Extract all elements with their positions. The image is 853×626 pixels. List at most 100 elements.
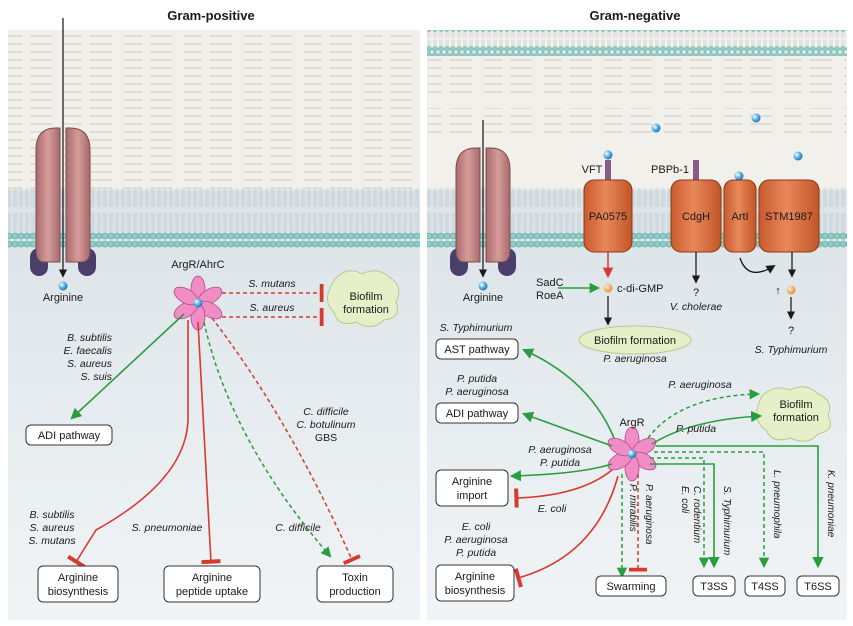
- biofilm2-pa-label: P. aeruginosa: [668, 379, 732, 391]
- argr-regulator: [607, 426, 657, 482]
- arginine-label-left: Arginine: [43, 292, 83, 304]
- biofilm-blob-left: [327, 270, 400, 327]
- activate-t6ss: [656, 445, 824, 569]
- sadc-label: SadC: [536, 277, 564, 289]
- p-aeruginosa-vertical-label: P. aeruginosa: [643, 484, 654, 545]
- import-species-2: P. putida: [540, 457, 580, 469]
- peptide-label-2: peptide uptake: [176, 586, 248, 598]
- cdgh-label: CdgH: [682, 211, 710, 223]
- c-difficile-label: C. difficile: [275, 522, 321, 534]
- biosyn-species-1: B. subtilis: [30, 509, 76, 521]
- p-mirabilis-label: P. mirabilis: [627, 484, 638, 532]
- ast-pathway-box: [435, 338, 519, 360]
- swarming-label: Swarming: [607, 581, 656, 593]
- adi-species-2: E. faecalis: [64, 345, 113, 357]
- biofilm-formation-pa-label: Biofilm formation: [594, 335, 676, 347]
- toxin-species-3: GBS: [315, 432, 337, 444]
- pbpb-label: PBPb-1: [651, 164, 689, 176]
- biosynthesis-box-right: [435, 564, 515, 602]
- argr-ahrc-regulator: [173, 275, 223, 331]
- gram-negative-title: Gram-negative: [589, 8, 680, 23]
- up-arrow-label: ↑: [775, 285, 781, 297]
- stm1987-protein: [758, 179, 820, 253]
- c-di-gmp-molecule: [603, 283, 613, 293]
- toxin-label-1: Toxin: [342, 572, 368, 584]
- adi-species-r-1: P. putida: [457, 373, 497, 385]
- biofilm2-label-2: formation: [773, 412, 819, 424]
- pbpb-domain: [693, 160, 699, 182]
- repress-biosynthesis-left: [67, 320, 189, 569]
- p-aeruginosa-label: P. aeruginosa: [603, 353, 667, 365]
- biofilm-label-left-2: formation: [343, 304, 389, 316]
- biosynthesis-label-left-2: biosynthesis: [48, 586, 109, 598]
- activate-t4ss: [654, 451, 770, 569]
- arginine-molecule: [651, 123, 661, 133]
- c-di-gmp-label: c-di-GMP: [617, 283, 663, 295]
- adi-pathway-label-left: ADI pathway: [38, 430, 101, 442]
- biosyn-label-r-1: Arginine: [455, 571, 495, 583]
- vft-domain: [605, 160, 611, 182]
- t4ss-label: T4SS: [751, 581, 779, 593]
- biosyn-species-r-2: P. aeruginosa: [444, 534, 508, 546]
- arginine-import-box: [435, 469, 509, 507]
- activate-t3ss: [650, 463, 720, 569]
- adi-pathway-box-right: [435, 402, 519, 424]
- toxin-production-box: [316, 565, 394, 603]
- t3-crodentium-label: C. rodentium: [691, 486, 702, 543]
- arginine-molecule-right: [478, 281, 488, 291]
- toxin-species-1: C. difficile: [303, 406, 349, 418]
- import-species-1: P. aeruginosa: [528, 444, 592, 456]
- activate-ast-pathway: [521, 348, 615, 439]
- biofilm2-pp-label: P. putida: [676, 423, 716, 435]
- t3ss-box: [692, 575, 736, 597]
- biosyn-label-r-2: biosynthesis: [445, 585, 506, 597]
- t4ss-box: [744, 575, 786, 597]
- e-coli-import-label: E. coli: [538, 503, 567, 515]
- activate-adi-pathway-left: [70, 313, 185, 420]
- s-aureus-label: S. aureus: [250, 302, 296, 314]
- argr-label: ArgR: [619, 417, 644, 429]
- t3ss-label: T3SS: [700, 581, 728, 593]
- question-mark-1: ?: [693, 287, 699, 299]
- adi-species-1: B. subtilis: [67, 332, 113, 344]
- argr-ahrc-label: ArgR/AhrC: [171, 259, 224, 271]
- activate-biofilm-pa-dashed: [647, 388, 761, 439]
- arti-label: ArtI: [731, 211, 748, 223]
- c-di-gmp-molecule-2: [786, 285, 796, 295]
- biofilm-label-left-1: Biofilm: [349, 291, 382, 303]
- outer-membrane: [427, 30, 847, 56]
- arginine-label-right: Arginine: [463, 292, 503, 304]
- activate-t3ss-dashed: [650, 457, 710, 569]
- import-label-2: import: [457, 490, 488, 502]
- adi-pathway-label-right: ADI pathway: [446, 408, 509, 420]
- t6ss-label: T6SS: [804, 581, 832, 593]
- adi-species-3: S. aureus: [67, 358, 113, 370]
- activate-toxin-cdifficile: [203, 321, 332, 558]
- arginine-molecule: [751, 113, 761, 123]
- vft-label: VFT: [582, 164, 603, 176]
- adi-species-4: S. suis: [80, 371, 112, 383]
- biosyn-species-r-3: P. putida: [456, 547, 496, 559]
- biosyn-species-2: S. aureus: [30, 522, 76, 534]
- arginine-molecule: [58, 281, 68, 291]
- repress-biosynthesis-right: [513, 475, 619, 588]
- peptide-uptake-box: [163, 565, 261, 603]
- toxin-label-2: production: [329, 586, 380, 598]
- v-cholerae-label: V. cholerae: [670, 301, 722, 313]
- biofilm2-label-1: Biofilm: [779, 399, 812, 411]
- biofilm-blob-pa: [578, 325, 692, 355]
- repress-toxin: [211, 317, 361, 566]
- biofilm-blob-right: [756, 386, 831, 442]
- gram-positive-panel: [8, 30, 420, 620]
- pa0575-label: PA0575: [589, 211, 627, 223]
- activate-arginine-import: [509, 463, 613, 482]
- biosynthesis-box-left: [37, 565, 119, 603]
- l-pneumophila-label: L. pneumophila: [771, 470, 782, 539]
- activate-adi-pathway-right: [521, 411, 613, 447]
- adi-pathway-box-left: [25, 424, 113, 446]
- k-pneumoniae-label: K. pneumoniae: [825, 470, 836, 538]
- gram-positive-title: Gram-positive: [167, 8, 254, 23]
- peptide-label-1: Arginine: [192, 572, 232, 584]
- ast-species-label: S. Typhimurium: [440, 322, 513, 334]
- arti-to-stm1987: [739, 257, 776, 274]
